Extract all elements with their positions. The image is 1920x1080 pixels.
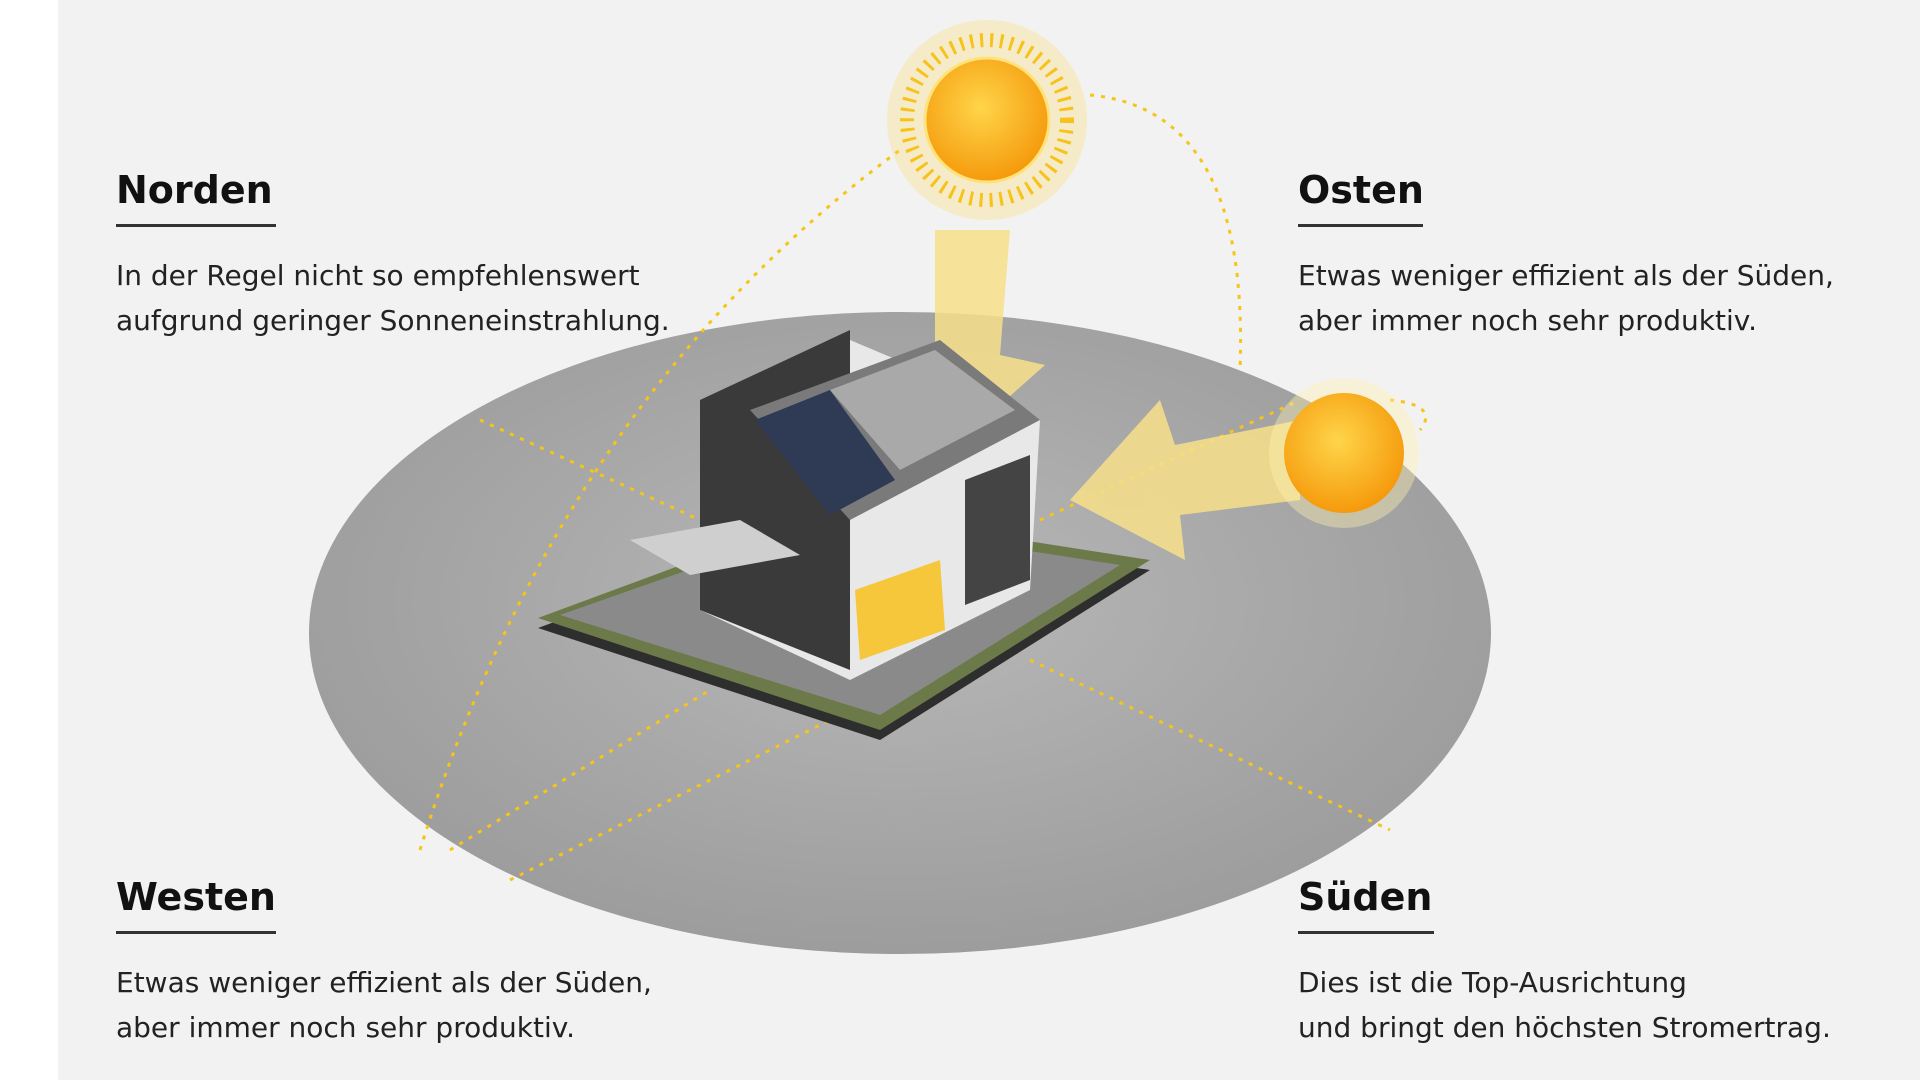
house-illustration [538,330,1150,740]
section-description: In der Regel nicht so empfehlenswert aufg… [116,253,736,343]
section-title: Osten [1298,168,1424,212]
title-underline [116,930,276,934]
title-underline [116,223,276,227]
section-east: Osten Etwas weniger effizient als der Sü… [1298,168,1918,343]
section-description: Etwas weniger effizient als der Süden, ab… [1298,253,1918,343]
text-line: und bringt den höchsten Stromertrag. [1298,1010,1831,1044]
section-title: Süden [1298,875,1433,919]
text-line: In der Regel nicht so empfehlenswert [116,258,640,292]
text-line: Etwas weniger effizient als der Süden, [116,965,652,999]
text-line: aber immer noch sehr produktiv. [116,1010,576,1044]
title-underline [1298,223,1423,227]
text-line: Dies ist die Top-Ausrichtung [1298,965,1687,999]
section-title: Westen [116,875,276,919]
text-line: aber immer noch sehr produktiv. [1298,303,1758,337]
text-line: aufgrund geringer Sonneneinstrahlung. [116,303,670,337]
sun-top-icon [887,20,1087,220]
section-description: Etwas weniger effizient als der Süden, ab… [116,960,736,1050]
section-north: Norden In der Regel nicht so empfehlensw… [116,168,736,343]
sun-east-icon [1269,378,1419,528]
title-underline [1298,930,1434,934]
section-south: Süden Dies ist die Top-Ausrichtung und br… [1298,875,1918,1050]
section-title: Norden [116,168,273,212]
section-description: Dies ist die Top-Ausrichtung und bringt d… [1298,960,1918,1050]
text-line: Etwas weniger effizient als der Süden, [1298,258,1834,292]
section-west: Westen Etwas weniger effizient als der S… [116,875,736,1050]
